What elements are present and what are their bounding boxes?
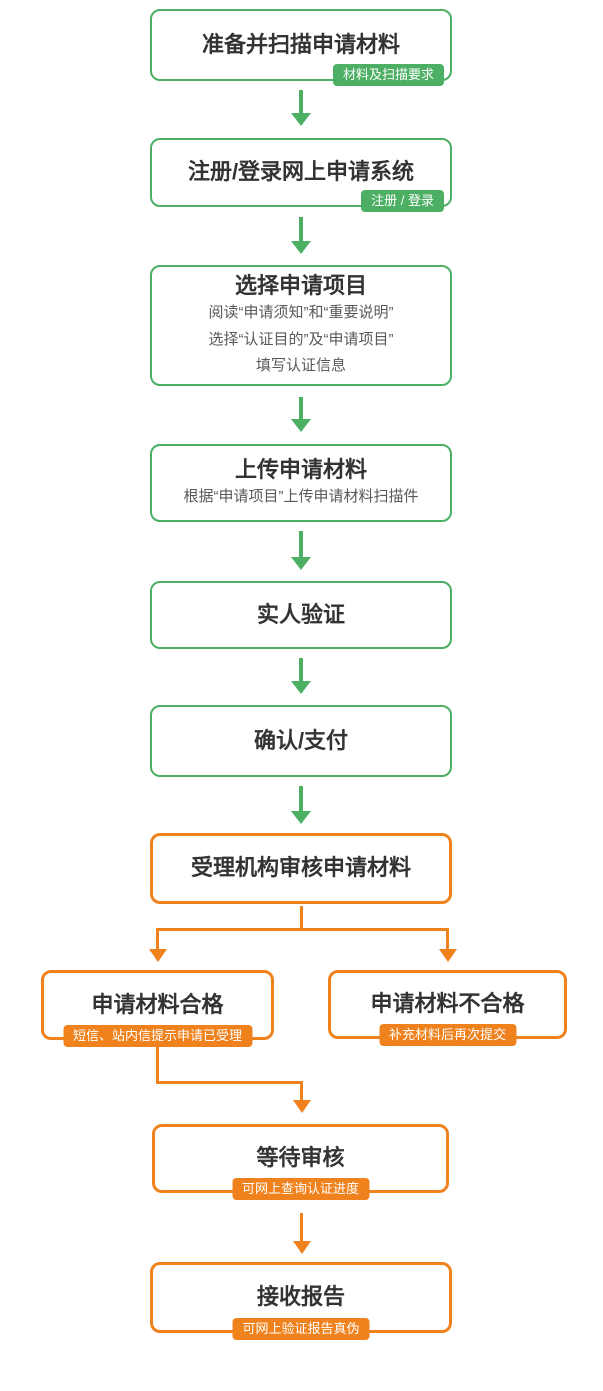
step-title: 接收报告	[256, 1284, 345, 1310]
step-receive-report: 接收报告 可网上验证报告真伪	[150, 1262, 452, 1340]
step-select-project: 选择申请项目 阅读“申请须知”和“重要说明” 选择“认证目的”及“申请项目” 填…	[150, 265, 452, 386]
arrow-down-icon	[446, 928, 449, 949]
arrow-down-icon	[300, 1081, 303, 1100]
arrow-down-icon	[156, 928, 159, 949]
step-title: 实人验证	[256, 601, 345, 627]
unqualified-notice-badge: 补充材料后再次提交	[378, 1024, 517, 1046]
step-title: 准备并扫描申请材料	[201, 31, 400, 57]
arrow-down-icon	[299, 786, 303, 811]
step-upload-materials: 上传申请材料 根据“申请项目”上传申请材料扫描件	[150, 444, 452, 522]
connector-line	[300, 906, 303, 928]
arrow-down-icon	[299, 217, 303, 241]
step-subline: 填写认证信息	[255, 356, 346, 374]
report-verify-badge: 可网上验证报告真伪	[232, 1318, 370, 1340]
step-title: 上传申请材料	[234, 456, 367, 482]
step-prepare-scan-materials: 准备并扫描申请材料 材料及扫描要求	[150, 9, 452, 86]
step-agency-review: 受理机构审核申请材料	[150, 833, 452, 904]
step-wait-review: 等待审核 可网上查询认证进度	[152, 1124, 449, 1200]
step-confirm-payment: 确认/支付	[150, 705, 452, 777]
materials-requirements-badge[interactable]: 材料及扫描要求	[332, 64, 444, 86]
step-title: 等待审核	[256, 1145, 345, 1171]
step-title: 注册/登录网上申请系统	[187, 159, 415, 185]
register-login-badge[interactable]: 注册 / 登录	[361, 190, 444, 212]
step-identity-verification: 实人验证	[150, 581, 452, 649]
step-title: 申请材料合格	[91, 991, 224, 1017]
step-materials-qualified: 申请材料合格 短信、站内信提示申请已受理	[41, 970, 274, 1047]
qualified-notice-badge: 短信、站内信提示申请已受理	[62, 1025, 253, 1047]
connector-line	[156, 928, 449, 931]
connector-line	[156, 1081, 303, 1084]
arrow-down-icon	[299, 397, 303, 419]
arrow-down-icon	[299, 90, 303, 113]
arrow-down-icon	[299, 658, 303, 681]
step-title: 选择申请项目	[234, 272, 367, 298]
step-title: 申请材料不合格	[370, 991, 525, 1017]
step-title: 确认/支付	[253, 727, 349, 753]
step-title: 受理机构审核申请材料	[190, 855, 411, 881]
arrow-down-icon	[300, 1213, 303, 1241]
step-materials-unqualified: 申请材料不合格 补充材料后再次提交	[328, 970, 567, 1046]
arrow-down-icon	[299, 531, 303, 557]
step-subline: 阅读“申请须知”和“重要说明”	[208, 304, 394, 322]
connector-line	[156, 1047, 159, 1084]
step-register-login: 注册/登录网上申请系统 注册 / 登录	[150, 138, 452, 212]
step-subline: 根据“申请项目”上传申请材料扫描件	[183, 488, 419, 506]
progress-query-badge: 可网上查询认证进度	[231, 1178, 370, 1200]
step-subline: 选择“认证目的”及“申请项目”	[208, 330, 394, 348]
